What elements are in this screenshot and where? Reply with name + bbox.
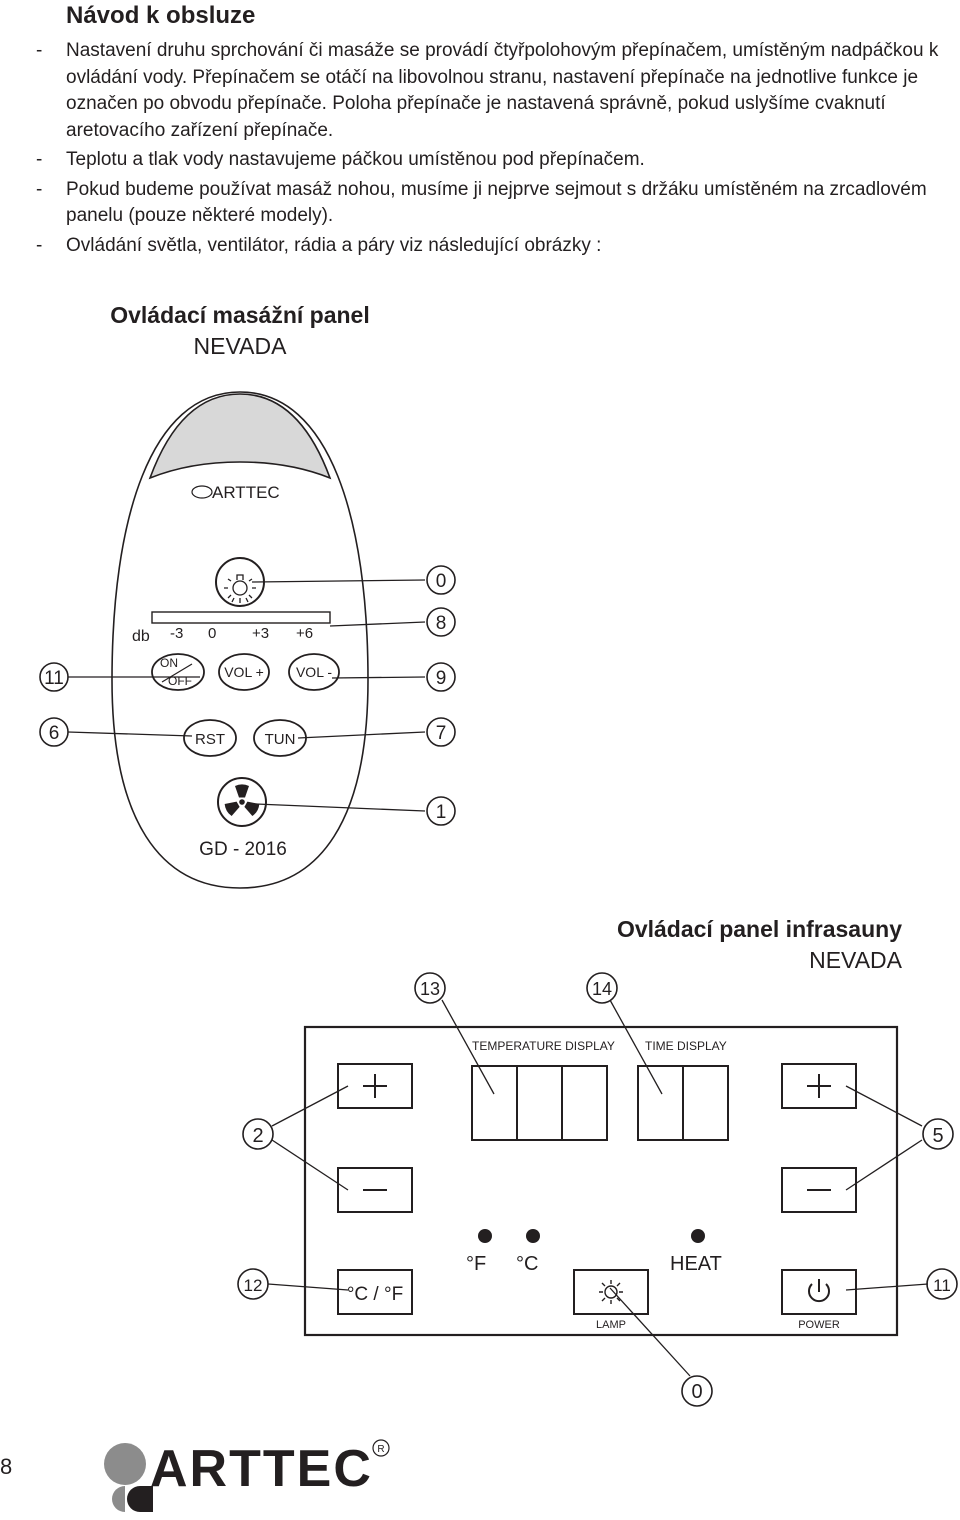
document-title: Návod k obsluze [66, 2, 256, 29]
instruction-item: Pokud budeme používat masáž nohou, musím… [30, 177, 950, 230]
fahrenheit-indicator-led [478, 1229, 492, 1243]
scale-label: +6 [296, 625, 313, 642]
vol-minus-button[interactable] [288, 653, 340, 691]
instruction-item: Teplotu a tlak vody nastavujeme páčkou u… [30, 147, 950, 174]
callout-circle [426, 565, 456, 595]
heat-label: HEAT [670, 1253, 722, 1275]
callout-number: 14 [592, 979, 612, 999]
callout-number: 11 [933, 1276, 951, 1295]
vol-plus-label: VOL + [224, 664, 264, 680]
massage-panel-subtitle: NEVADA [193, 333, 287, 359]
callout-number: 7 [436, 723, 447, 744]
unit-toggle-button[interactable] [337, 1269, 413, 1315]
callout-circle [39, 662, 69, 692]
vol-minus-label: VOL - [296, 664, 332, 680]
fan-button[interactable] [217, 777, 267, 827]
level-scale-bar [151, 611, 331, 624]
on-off-slash [161, 663, 193, 683]
massage-panel-title: Ovládací masážní panel [110, 302, 370, 328]
temperature-display [471, 1065, 608, 1141]
on-label: ON [160, 656, 178, 670]
callout-number: 6 [49, 723, 60, 744]
celsius-label: °C [516, 1253, 538, 1275]
time-display-label: TIME DISPLAY [645, 1039, 727, 1053]
sauna-panel-title: Ovládací panel infrasauny [616, 916, 902, 942]
rst-button[interactable] [183, 719, 237, 757]
scale-label: -3 [170, 625, 183, 642]
remote-body [111, 391, 369, 889]
callout-circle [926, 1268, 958, 1300]
time-minus-button[interactable] [781, 1167, 857, 1213]
celsius-indicator-led [526, 1229, 540, 1243]
power-button[interactable] [781, 1269, 857, 1315]
svg-text:ARTTEC: ARTTEC [212, 483, 280, 502]
unit-toggle-label: °C / °F [347, 1284, 403, 1305]
footer-brand-logo: ARTTEC R [104, 1439, 390, 1512]
time-plus-button[interactable] [781, 1063, 857, 1109]
light-bulb-icon [224, 574, 256, 603]
page-number: 8 [0, 1454, 13, 1479]
vol-plus-button[interactable] [218, 653, 270, 691]
instruction-list: Nastavení druhu sprchování či masáže se … [30, 38, 950, 262]
scale-label: +3 [252, 625, 269, 642]
callout-circle [426, 662, 456, 692]
callout-circle [426, 717, 456, 747]
fan-icon [224, 784, 260, 817]
callout-circle [586, 972, 618, 1004]
sun-icon [599, 1280, 623, 1304]
remote-brand-logo: ARTTEC [191, 483, 280, 502]
remote-callout-lines [67, 579, 426, 812]
svg-text:R: R [377, 1444, 384, 1455]
temp-plus-button[interactable] [337, 1063, 413, 1109]
heat-indicator-led [691, 1229, 705, 1243]
temperature-display-label: TEMPERATURE DISPLAY [472, 1039, 615, 1053]
callout-circle [237, 1268, 269, 1300]
callout-circle [681, 1375, 713, 1407]
callout-number: 9 [436, 668, 447, 689]
callout-number: 2 [252, 1125, 263, 1147]
callout-circle [414, 972, 446, 1004]
lamp-label: LAMP [596, 1319, 626, 1331]
scale-label: 0 [208, 625, 216, 642]
callout-number: 0 [436, 571, 447, 592]
instruction-item: Ovládání světla, ventilátor, rádia a pár… [30, 233, 950, 260]
tun-label: TUN [265, 731, 296, 748]
callout-number: 5 [932, 1125, 943, 1147]
callout-number: 13 [420, 979, 440, 999]
callout-circle [242, 1118, 274, 1150]
plus-icon [807, 1074, 831, 1098]
sauna-panel-subtitle: NEVADA [809, 947, 902, 973]
callout-number: 11 [44, 668, 64, 689]
rst-label: RST [195, 731, 225, 748]
callout-number: 12 [244, 1276, 263, 1295]
instruction-item: Nastavení druhu sprchování či masáže se … [30, 38, 950, 144]
power-label: POWER [798, 1319, 840, 1331]
callout-number: 0 [691, 1381, 702, 1403]
lamp-button[interactable] [573, 1269, 649, 1315]
temp-minus-button[interactable] [337, 1167, 413, 1213]
power-icon [808, 1279, 830, 1303]
callout-circle [922, 1118, 954, 1150]
fahrenheit-label: °F [466, 1253, 486, 1275]
plus-icon [363, 1074, 387, 1098]
time-display [637, 1065, 729, 1141]
sauna-callout-lines [267, 999, 929, 1377]
off-label: OFF [168, 674, 192, 688]
db-label: db [132, 628, 150, 645]
model-label: GD - 2016 [199, 839, 287, 860]
on-off-button[interactable] [151, 653, 205, 691]
sauna-panel-heading: Ovládací panel infrasauny NEVADA [560, 914, 902, 976]
remote-top-cap [148, 393, 332, 480]
callout-circle [39, 717, 69, 747]
sauna-panel-frame [303, 1025, 899, 1337]
callout-circle [426, 796, 456, 826]
massage-panel-heading: Ovládací masážní panel NEVADA [100, 300, 380, 362]
svg-text:ARTTEC: ARTTEC [150, 1440, 373, 1498]
callout-number: 1 [436, 802, 447, 823]
callout-number: 8 [436, 613, 447, 634]
callout-circle [426, 607, 456, 637]
